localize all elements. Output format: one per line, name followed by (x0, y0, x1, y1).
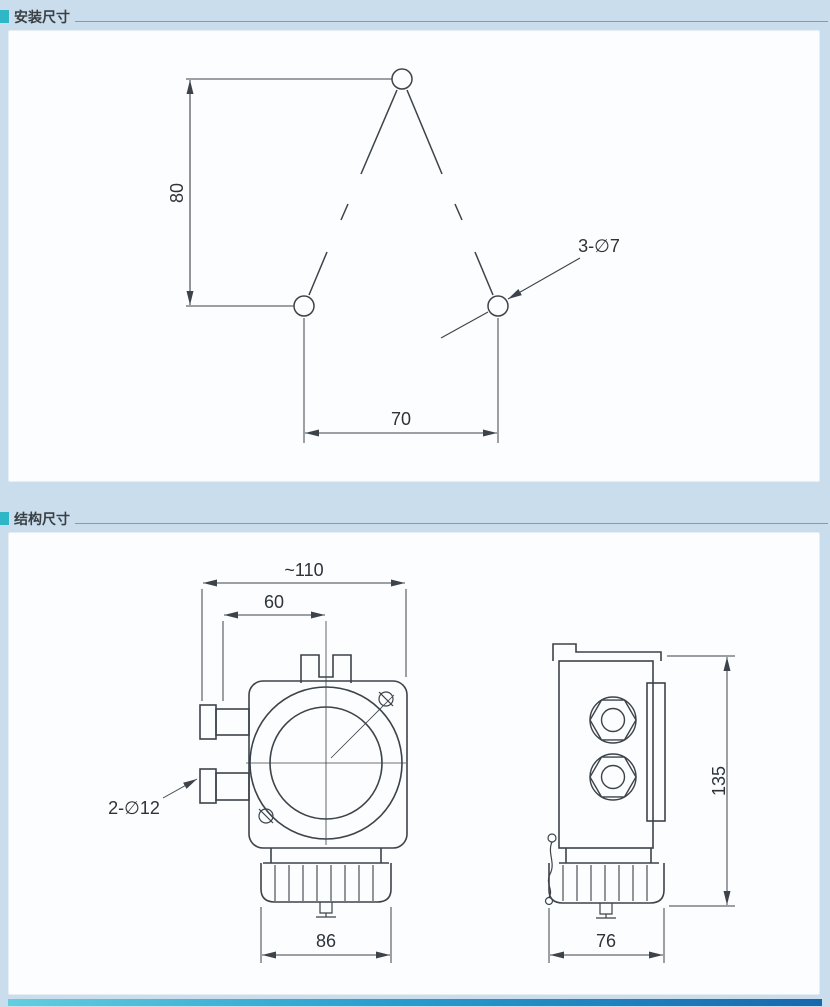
header-rule (75, 21, 828, 22)
dim-label-80: 80 (167, 183, 187, 203)
triangle-phantom-lines (308, 89, 494, 296)
side-view: 135 76 (544, 643, 735, 963)
corner-screws (258, 691, 394, 824)
dim-label-110: ~110 (284, 560, 323, 580)
side-dimensions (548, 655, 735, 963)
dimension-lines (186, 80, 581, 437)
cable-gland-lower-cap (199, 768, 217, 804)
dim-label-3-d7: 3-∅7 (578, 236, 620, 256)
flange-outer-circle (249, 686, 403, 840)
cable-gland-upper-body (215, 708, 250, 736)
side-glands (589, 696, 637, 801)
section-title-structure: 结构尺寸 (14, 511, 70, 527)
front-dimensions (162, 579, 407, 963)
gland-hex-upper (589, 699, 637, 741)
mounting-hole-right (487, 295, 509, 317)
side-bracket (552, 643, 662, 661)
safety-chain (544, 833, 557, 906)
hanging-lug (300, 654, 352, 683)
front-centerlines (246, 621, 406, 845)
front-view: ~110 60 86 2-∅12 (108, 560, 408, 963)
leader-line-tail (440, 311, 489, 339)
section-accent-icon (0, 10, 9, 23)
extension-lines (186, 78, 499, 443)
dim-label-60: 60 (264, 592, 284, 612)
neck (263, 848, 389, 864)
mounting-holes (293, 68, 509, 317)
gland-bore-upper (600, 707, 626, 733)
structure-drawing-panel: ~110 60 86 2-∅12 (8, 532, 820, 995)
screw-icon (378, 691, 394, 707)
side-shade-ribs (562, 865, 648, 901)
installation-drawing: 80 70 3-∅7 (167, 68, 620, 443)
front-body-outline (199, 654, 408, 918)
cable-gland-lower-body (215, 772, 250, 801)
gland-hex-lower (589, 756, 637, 798)
leader-line-3-d7 (507, 257, 581, 300)
header-rule (75, 523, 828, 524)
leader-line-2-d12 (162, 778, 198, 799)
side-bottom-nipple (596, 903, 616, 919)
gland-circle-upper (589, 696, 637, 744)
footer-gradient-bar (8, 999, 822, 1006)
side-body-outline (548, 643, 666, 919)
lamp-body (248, 680, 408, 849)
bottom-nipple (316, 902, 336, 918)
side-neck (559, 848, 659, 864)
structure-drawing: ~110 60 86 2-∅12 (108, 560, 735, 963)
mounting-hole-top (391, 68, 413, 90)
mounting-plate (646, 682, 666, 822)
shade-ribs (274, 865, 374, 901)
dim-label-76: 76 (596, 931, 616, 951)
screw-icon (258, 808, 274, 824)
flange-inner-circle (269, 706, 383, 820)
dim-label-70: 70 (391, 409, 411, 429)
section-accent-icon (0, 512, 9, 525)
section-title-installation: 安装尺寸 (14, 9, 70, 25)
cable-gland-upper-cap (199, 704, 217, 740)
side-body (558, 660, 654, 849)
section-header-structure: 结构尺寸 (0, 507, 828, 527)
installation-drawing-panel: 80 70 3-∅7 (8, 30, 820, 482)
dim-label-86: 86 (316, 931, 336, 951)
mounting-hole-left (293, 295, 315, 317)
ribbed-shade (260, 863, 392, 903)
dim-label-2-d12: 2-∅12 (108, 798, 160, 818)
section-header-installation: 安装尺寸 (0, 5, 828, 25)
gland-bore-lower (600, 764, 626, 790)
dim-label-135: 135 (709, 766, 729, 796)
gland-circle-lower (589, 753, 637, 801)
